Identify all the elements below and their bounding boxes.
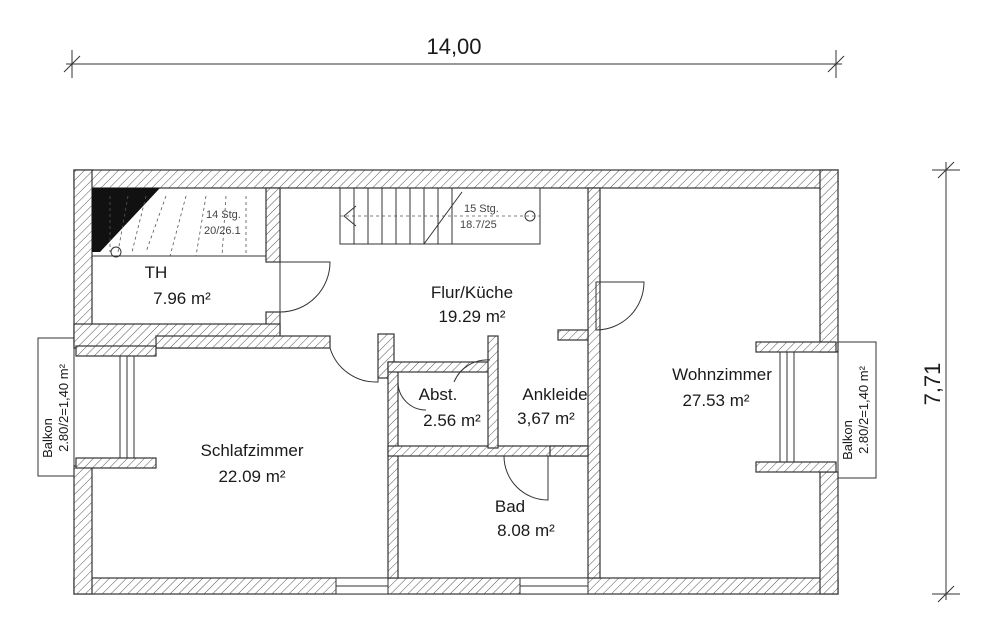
room-ankleide-name: Ankleide [522, 385, 587, 404]
room-schlafzimmer-name: Schlafzimmer [201, 441, 304, 460]
staircase-flur: 15 Stg. 18.7/25 [339, 187, 541, 245]
room-flur-kueche-name: Flur/Küche [431, 283, 513, 302]
doors [279, 261, 645, 501]
depth-dimension: 7,71 [920, 161, 960, 603]
balcony-left-name: Balkon [40, 418, 55, 458]
room-wohnzimmer-name: Wohnzimmer [672, 365, 772, 384]
balcony-right: Balkon 2.80/2=1,40 m² [755, 341, 877, 479]
stair-1-steps: 14 Stg. [206, 209, 241, 221]
room-ankleide-area: 3,67 m² [517, 409, 575, 428]
room-abst-area: 2.56 m² [423, 411, 481, 430]
room-bad-area: 8.08 m² [497, 521, 555, 540]
room-th-area: 7.96 m² [153, 289, 211, 308]
room-flur-kueche-area: 19.29 m² [438, 307, 505, 326]
balcony-right-name: Balkon [840, 420, 855, 460]
width-dimension-label: 14,00 [426, 34, 481, 59]
room-th-name: TH [145, 263, 168, 282]
room-schlafzimmer-area: 22.09 m² [218, 467, 285, 486]
room-wohnzimmer-area: 27.53 m² [682, 391, 749, 410]
interior-walls [73, 187, 601, 579]
depth-dimension-label: 7,71 [920, 363, 945, 406]
room-bad-name: Bad [495, 497, 525, 516]
balcony-left-area: 2.80/2=1,40 m² [56, 363, 71, 451]
staircase-th: 14 Stg. 20/26.1 [92, 188, 266, 258]
stair-2-ratio: 18.7/25 [460, 219, 497, 231]
balcony-left: Balkon 2.80/2=1,40 m² [37, 337, 157, 477]
exterior-walls [73, 169, 839, 595]
stair-1-ratio: 20/26.1 [204, 225, 241, 237]
balcony-right-area: 2.80/2=1,40 m² [856, 365, 871, 453]
stair-2-steps: 15 Stg. [464, 203, 499, 215]
room-labels: TH 7.96 m² Flur/Küche 19.29 m² Abst. 2.5… [145, 263, 773, 540]
width-dimension: 14,00 [63, 34, 845, 78]
room-abst-name: Abst. [419, 385, 458, 404]
